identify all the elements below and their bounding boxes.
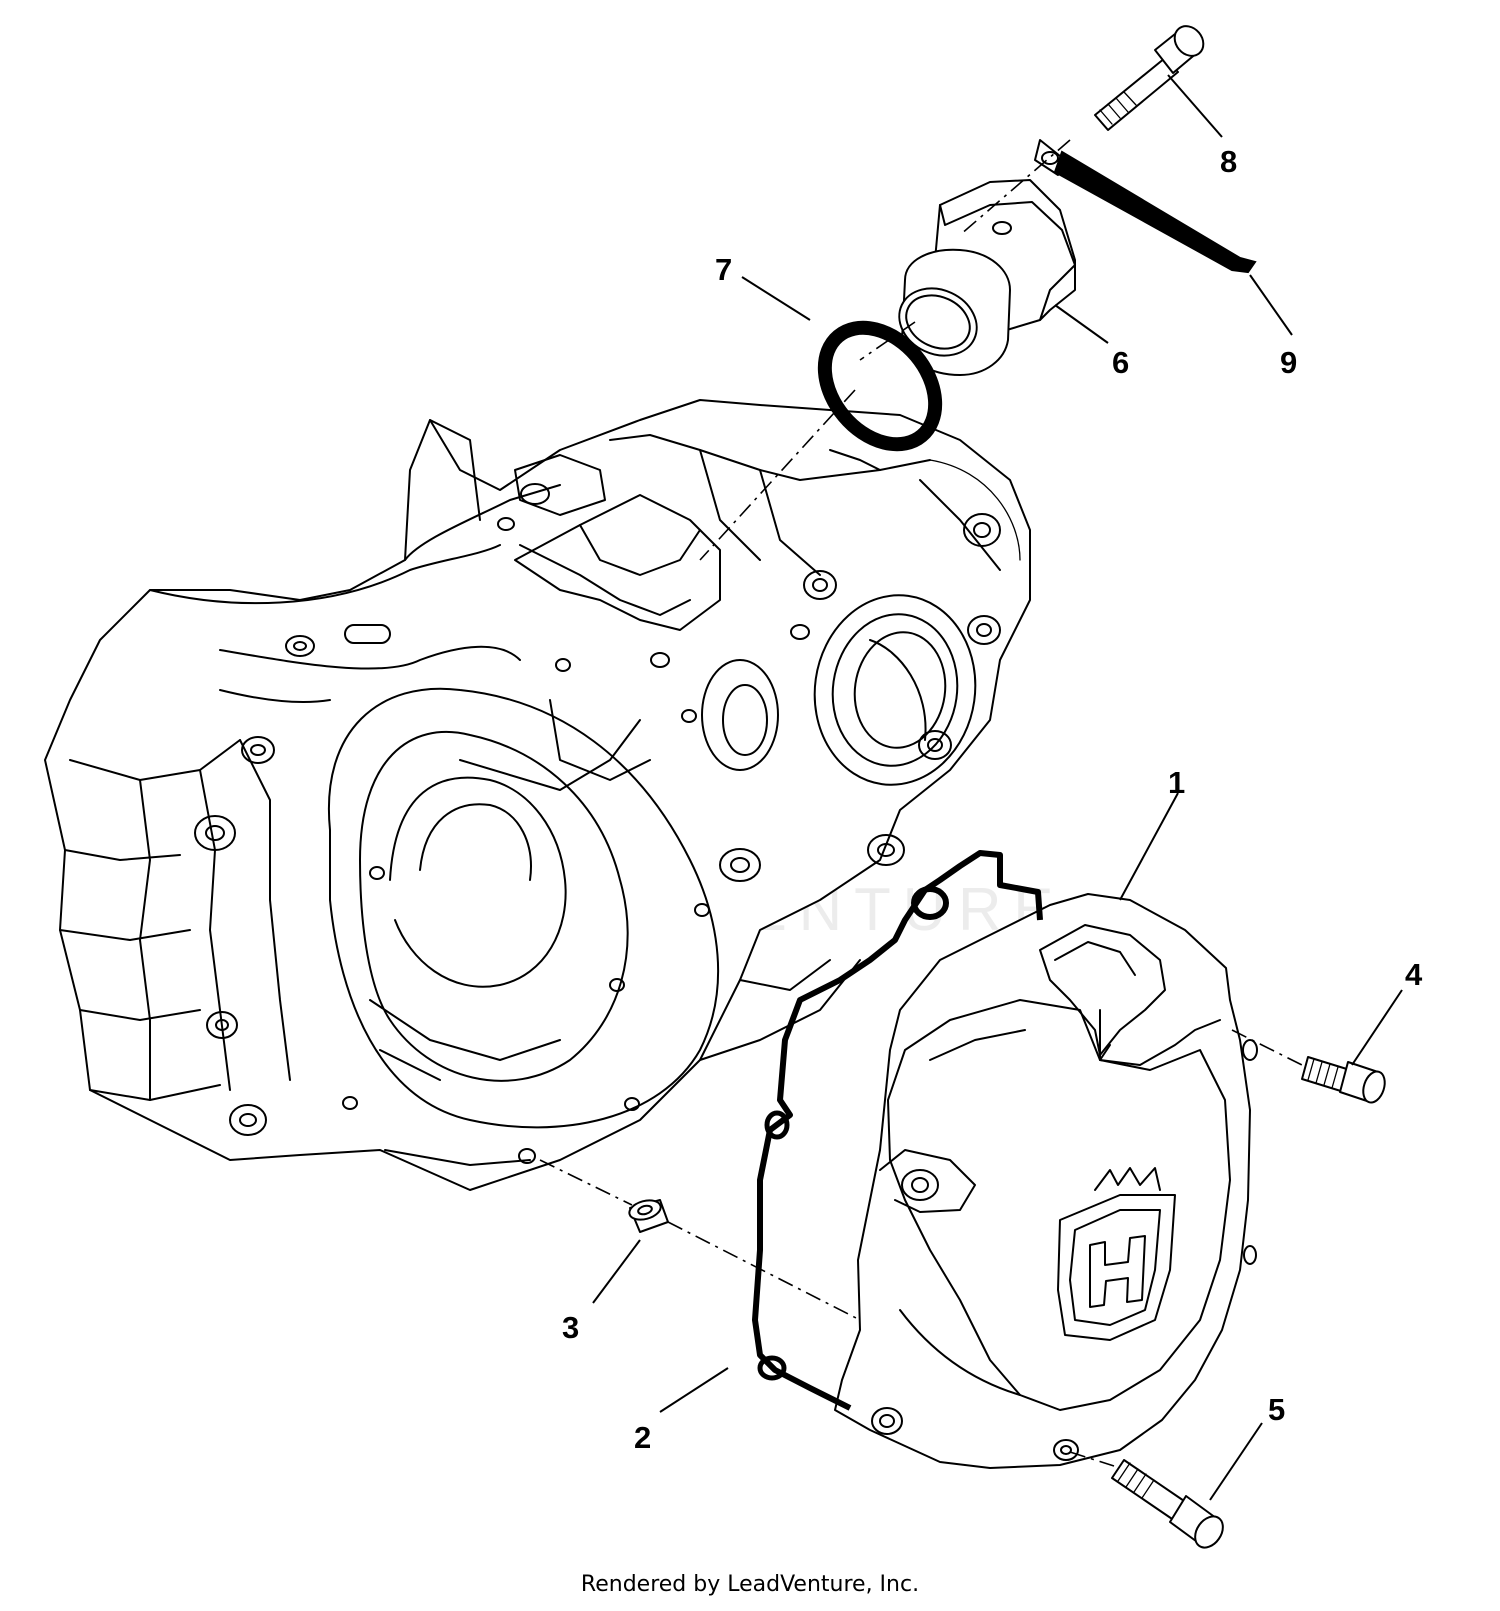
- clamp-strap: [1034, 139, 1257, 274]
- callout-2: 2: [634, 1420, 651, 1455]
- husqvarna-logo-emblem: [1057, 1167, 1176, 1341]
- flange-screw: [1094, 25, 1205, 131]
- intake-o-ring: [817, 320, 943, 452]
- intake-flange: [898, 179, 1076, 376]
- dowel-sleeve: [628, 1199, 669, 1233]
- gasket-hole-top: [911, 886, 949, 920]
- callout-6: 6: [1112, 345, 1129, 380]
- cover-bolt-short: [1301, 1056, 1386, 1104]
- assembly-center-lines: [539, 139, 1303, 1467]
- gasket-hole-bottom: [757, 1355, 787, 1381]
- cover-bolt-long: [1111, 1459, 1224, 1549]
- ignition-cover: [834, 893, 1258, 1469]
- cover-gasket: [752, 850, 1043, 1411]
- callout-leaders: [592, 74, 1403, 1501]
- callout-9: 9: [1280, 345, 1297, 380]
- callout-3: 3: [562, 1310, 579, 1345]
- callout-5: 5: [1268, 1392, 1285, 1427]
- crankcase: [44, 399, 1031, 1191]
- callout-8: 8: [1220, 144, 1237, 179]
- render-credit: Rendered by LeadVenture, Inc.: [580, 1572, 920, 1597]
- gasket-hole-left: [764, 1110, 790, 1140]
- callout-7: 7: [715, 252, 732, 287]
- callout-1: 1: [1168, 765, 1185, 800]
- callout-4: 4: [1405, 957, 1423, 992]
